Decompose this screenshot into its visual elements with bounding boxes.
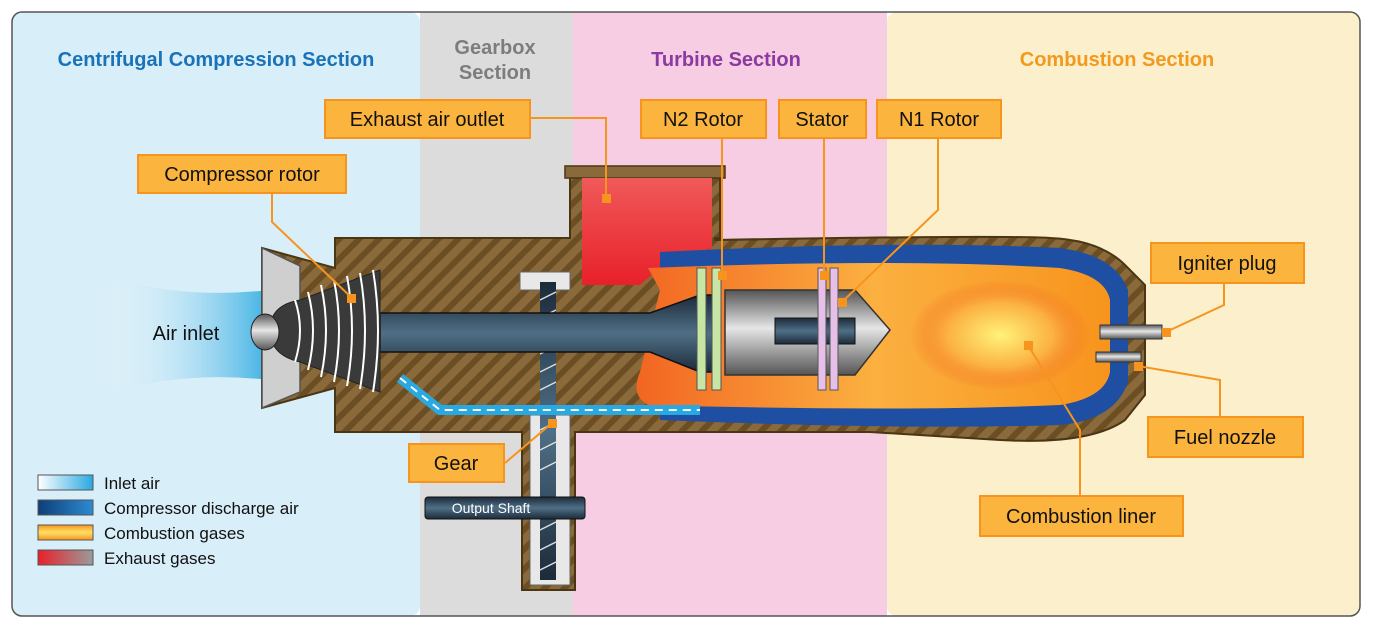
output-shaft xyxy=(424,496,586,520)
inlet-air-flow xyxy=(100,275,270,395)
n1-shaft xyxy=(774,317,856,345)
igniter-plug-body xyxy=(1099,324,1163,340)
legend: Inlet air Compressor discharge air Combu… xyxy=(37,474,299,568)
stator-label: Stator xyxy=(795,109,849,131)
combustion-section-title: Combustion Section xyxy=(1020,49,1214,71)
legend-swatch-inlet-air xyxy=(37,474,94,491)
callout-compressor-rotor: Compressor rotor xyxy=(137,154,347,194)
fuel-nozzle-label: Fuel nozzle xyxy=(1174,427,1276,449)
legend-swatch-exhaust-gases xyxy=(37,549,94,566)
air-inlet-label: Air inlet xyxy=(153,323,220,345)
gear-label: Gear xyxy=(434,453,479,475)
legend-item: Exhaust gases xyxy=(37,549,216,568)
compressor-rotor-label: Compressor rotor xyxy=(164,164,320,186)
legend-label: Combustion gases xyxy=(104,524,245,543)
legend-label: Inlet air xyxy=(104,474,160,493)
stator-disks xyxy=(817,267,839,391)
n2-rotor-label: N2 Rotor xyxy=(663,109,743,131)
turbine-section-title: Turbine Section xyxy=(651,49,801,71)
callout-gear: Gear xyxy=(408,443,505,483)
n2-rotor-disks xyxy=(696,267,722,391)
callout-leaders xyxy=(271,117,1225,500)
exhaust-air-outlet-label: Exhaust air outlet xyxy=(350,109,505,131)
diagram-frame xyxy=(11,11,1361,617)
fuel-nozzle-body xyxy=(1095,351,1142,363)
callout-igniter-plug: Igniter plug xyxy=(1150,242,1305,284)
gearbox-section-title-line2: Section xyxy=(459,62,531,84)
compression-section-title: Centrifugal Compression Section xyxy=(58,49,375,71)
n1-rotor-label: N1 Rotor xyxy=(899,109,979,131)
callout-stator: Stator xyxy=(778,99,867,139)
callout-combustion-liner: Combustion liner xyxy=(979,495,1184,537)
output-shaft-label: Output Shaft xyxy=(452,500,531,516)
callout-n1-rotor: N1 Rotor xyxy=(876,99,1002,139)
callout-endpoints xyxy=(347,194,1171,428)
callout-n2-rotor: N2 Rotor xyxy=(640,99,767,139)
legend-swatch-combustion-gases xyxy=(37,524,94,541)
legend-item: Inlet air xyxy=(37,474,160,493)
callout-boxes: Compressor rotor Exhaust air outlet N2 R… xyxy=(137,99,1305,537)
compressor-discharge-path xyxy=(399,377,700,411)
gearbox-section-title-line1: Gearbox xyxy=(454,37,535,59)
combustion-liner-label: Combustion liner xyxy=(1006,506,1156,528)
igniter-plug-label: Igniter plug xyxy=(1178,253,1277,275)
legend-swatch-compressor-discharge xyxy=(37,499,94,516)
legend-item: Combustion gases xyxy=(37,524,245,543)
legend-label: Compressor discharge air xyxy=(104,499,299,518)
callout-fuel-nozzle: Fuel nozzle xyxy=(1147,416,1304,458)
callout-exhaust-air-outlet: Exhaust air outlet xyxy=(324,99,531,139)
legend-item: Compressor discharge air xyxy=(37,499,299,518)
legend-label: Exhaust gases xyxy=(104,549,216,568)
flame-core xyxy=(910,280,1090,390)
